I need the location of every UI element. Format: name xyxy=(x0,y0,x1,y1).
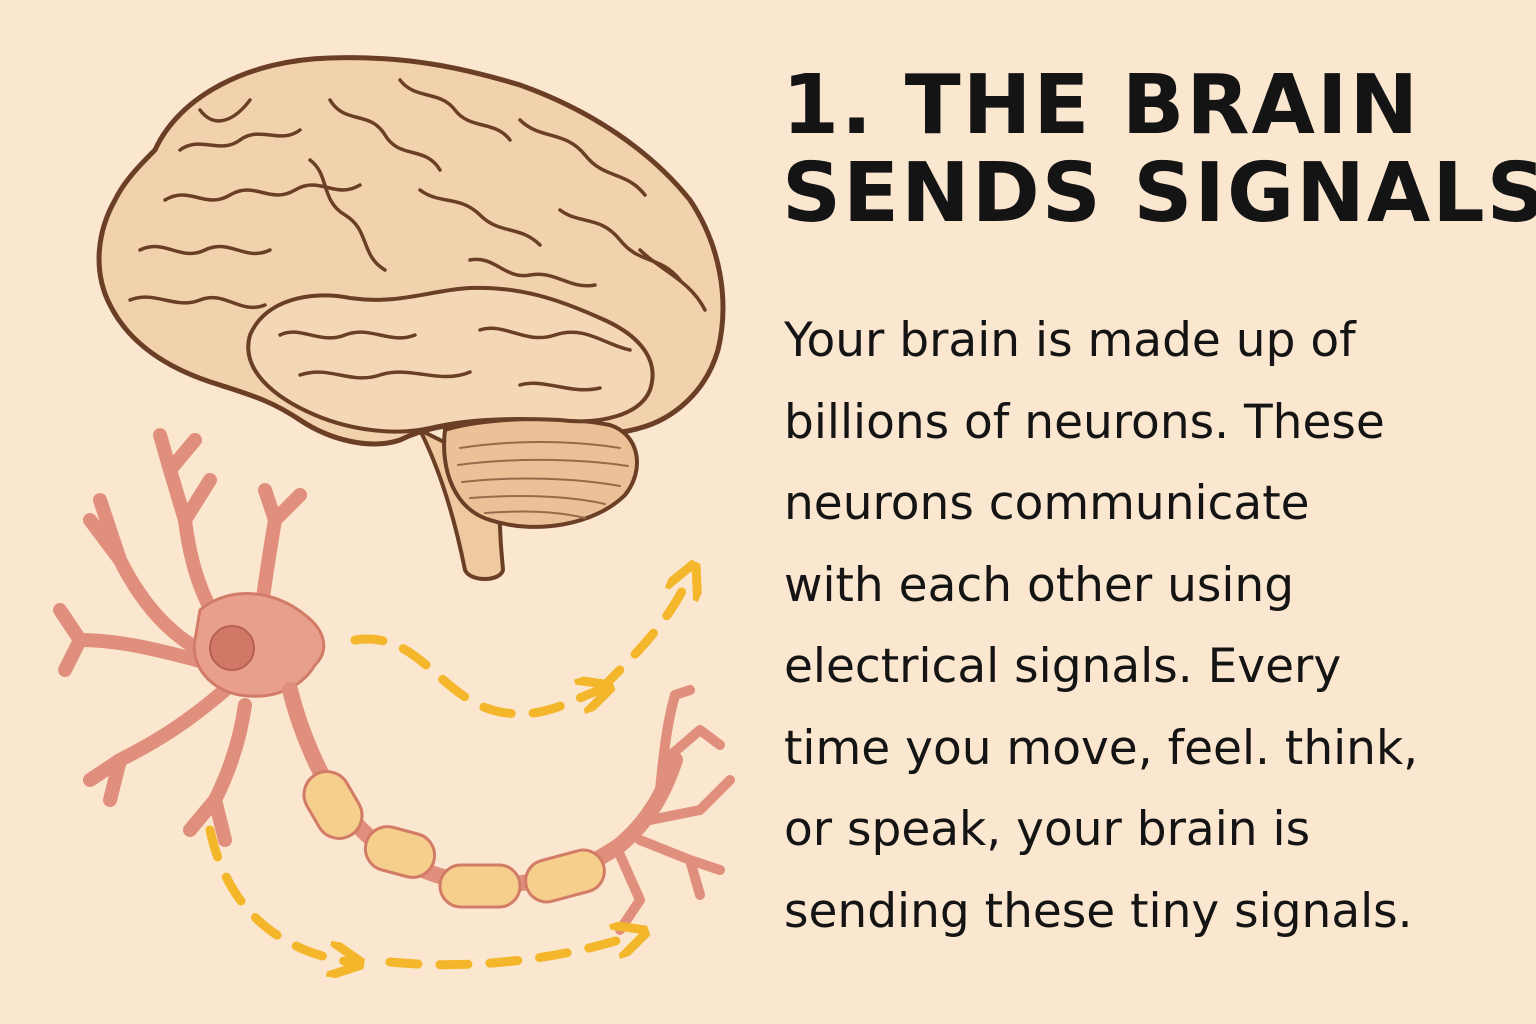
axon-terminals xyxy=(615,685,735,935)
neuron-nucleus xyxy=(209,625,255,671)
body-line: neurons communicate xyxy=(784,476,1310,531)
body-line: or speak, your brain is xyxy=(784,802,1311,857)
page-title: 1. THE BRAIN SENDS SIGNALS xyxy=(782,58,1536,241)
cerebellum-folds xyxy=(457,441,629,519)
neuron-illustration xyxy=(53,428,735,935)
title-line: SENDS SIGNALS xyxy=(782,146,1536,241)
signal-arrow xyxy=(385,935,635,970)
dendrites-left xyxy=(53,428,307,847)
signal-arrow xyxy=(350,634,600,719)
body-line: billions of neurons. These xyxy=(784,394,1385,450)
cerebellum xyxy=(442,417,639,529)
body-line: time you move, feel. think, xyxy=(784,720,1419,776)
body-line: with each other using xyxy=(784,557,1295,613)
myelin-sheaths xyxy=(302,770,606,909)
body-line: Your brain is made up of xyxy=(784,313,1356,368)
gyri xyxy=(128,78,707,392)
neuron-soma xyxy=(192,592,326,698)
signal-arrow xyxy=(595,575,690,695)
signal-arrow xyxy=(205,825,350,962)
body-paragraph: Your brain is made up of billions of neu… xyxy=(784,300,1514,952)
temporal-lobe xyxy=(246,285,655,434)
signal-arrows xyxy=(205,575,690,970)
body-line: sending these tiny signals. xyxy=(784,883,1413,939)
brain-illustration xyxy=(96,55,726,581)
title-line: 1. THE BRAIN xyxy=(782,58,1421,153)
illustration xyxy=(53,55,735,1024)
body-line: electrical signals. Every xyxy=(784,639,1342,694)
